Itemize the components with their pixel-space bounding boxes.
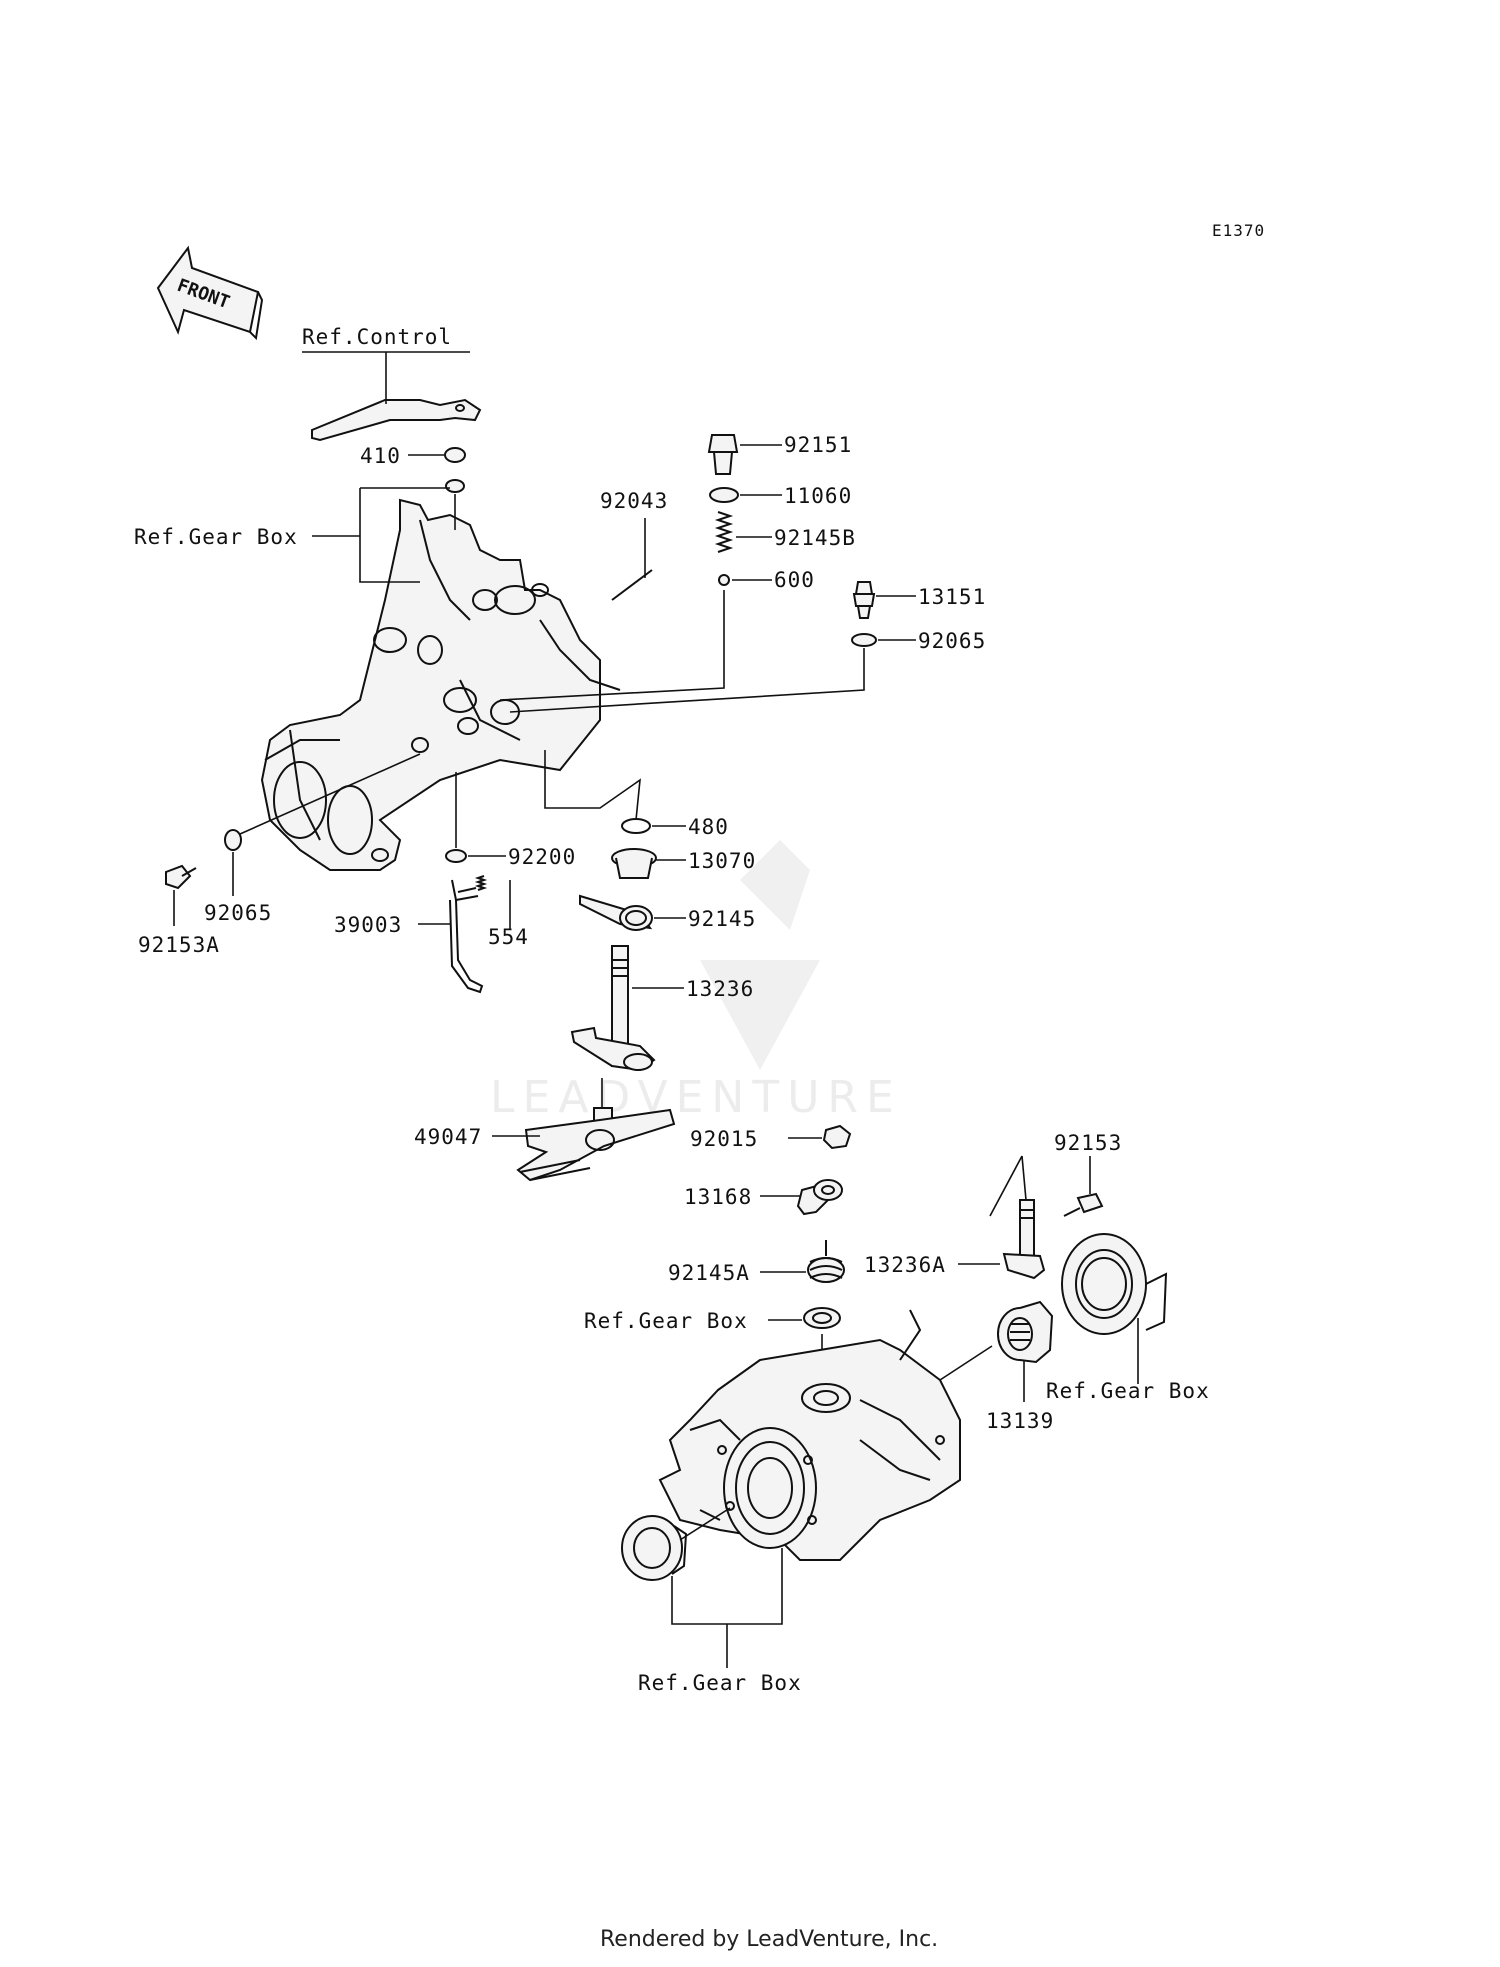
washer-92065-left bbox=[224, 829, 242, 851]
label-92145: 92145 bbox=[688, 907, 756, 931]
label-92145B: 92145B bbox=[774, 526, 856, 550]
bearing-gear-box-3 bbox=[1061, 1233, 1168, 1335]
label-92153A: 92153A bbox=[138, 933, 220, 957]
label-92015: 92015 bbox=[690, 1127, 758, 1151]
upper-gear-case bbox=[260, 498, 621, 871]
washer-11060 bbox=[709, 487, 739, 503]
fork-49047 bbox=[516, 1078, 676, 1182]
washer-92200 bbox=[445, 849, 467, 863]
label-92043: 92043 bbox=[600, 489, 668, 513]
label-92065-left: 92065 bbox=[204, 901, 272, 925]
lower-gear-case bbox=[658, 1309, 961, 1561]
label-39003: 39003 bbox=[334, 913, 402, 937]
bolt-92153A bbox=[165, 864, 197, 890]
watermark: LEADVENTURE bbox=[490, 840, 902, 1123]
label-410: 410 bbox=[360, 444, 401, 468]
label-600: 600 bbox=[774, 568, 815, 592]
label-92153: 92153 bbox=[1054, 1131, 1122, 1155]
label-49047: 49047 bbox=[414, 1125, 482, 1149]
label-ref-gear-box-3: Ref.Gear Box bbox=[1046, 1379, 1210, 1403]
label-ref-gear-box-2: Ref.Gear Box bbox=[584, 1309, 748, 1333]
lever-13168 bbox=[796, 1179, 843, 1216]
spring-92145 bbox=[579, 894, 653, 931]
washer-top bbox=[445, 479, 465, 493]
label-13236: 13236 bbox=[686, 977, 754, 1001]
switch-13151 bbox=[852, 581, 876, 619]
label-ref-gear-box-4: Ref.Gear Box bbox=[638, 1671, 802, 1695]
control-bracket bbox=[311, 398, 482, 442]
label-11060: 11060 bbox=[784, 484, 852, 508]
label-ref-control: Ref.Control bbox=[302, 325, 452, 349]
lever-39003 bbox=[449, 875, 488, 994]
seal-gear-box-2 bbox=[803, 1307, 841, 1329]
spring-92145A bbox=[807, 1240, 845, 1283]
label-92145A: 92145A bbox=[668, 1261, 750, 1285]
footer-credit: Rendered by LeadVenture, Inc. bbox=[600, 1927, 938, 1952]
watermark-text: LEADVENTURE bbox=[490, 1072, 902, 1123]
shaft-13236 bbox=[570, 945, 656, 1072]
washer-92065-right bbox=[851, 633, 877, 647]
shaft-13236A bbox=[989, 1155, 1046, 1280]
label-92065-right: 92065 bbox=[918, 629, 986, 653]
label-13236A: 13236A bbox=[864, 1253, 946, 1277]
pin-92043 bbox=[611, 569, 653, 601]
bolt-92153 bbox=[1063, 1192, 1104, 1217]
label-13151: 13151 bbox=[918, 585, 986, 609]
label-92151: 92151 bbox=[784, 433, 852, 457]
label-13070: 13070 bbox=[688, 849, 756, 873]
bolt-92151 bbox=[707, 434, 739, 475]
spring-92145B bbox=[714, 511, 734, 553]
seal-gear-box-4 bbox=[621, 1515, 688, 1581]
diagram-code: E1370 bbox=[1212, 221, 1265, 240]
ball-600 bbox=[718, 574, 730, 586]
bushing-13070 bbox=[611, 848, 657, 879]
hub-13139 bbox=[997, 1300, 1054, 1364]
label-13168: 13168 bbox=[684, 1185, 752, 1209]
label-554: 554 bbox=[488, 925, 529, 949]
label-92200: 92200 bbox=[508, 845, 576, 869]
washer-410 bbox=[444, 447, 466, 463]
label-480: 480 bbox=[688, 815, 729, 839]
front-arrow-icon: FRONT bbox=[156, 245, 264, 341]
nut-92015 bbox=[822, 1124, 852, 1150]
label-13139: 13139 bbox=[986, 1409, 1054, 1433]
label-ref-gear-box-1: Ref.Gear Box bbox=[134, 525, 298, 549]
circlip-480 bbox=[621, 818, 651, 834]
spring-554 bbox=[474, 875, 488, 891]
